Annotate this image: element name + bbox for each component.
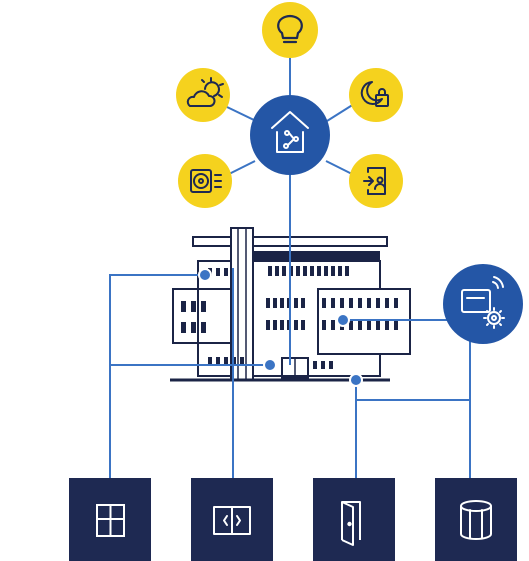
node-window <box>198 268 212 282</box>
node-door <box>349 373 363 387</box>
connector-weather <box>226 106 257 122</box>
building-window <box>376 320 380 330</box>
building-window <box>358 298 362 308</box>
access-control-reader-gear-icon <box>461 276 505 329</box>
building-window <box>331 320 335 330</box>
building-window <box>273 320 277 330</box>
building-window <box>313 361 317 369</box>
connection-nodes <box>198 268 363 387</box>
building-window <box>301 320 305 330</box>
lightbulb-icon <box>277 14 303 44</box>
connector-window <box>109 274 205 478</box>
lightbulb-node[interactable] <box>262 2 318 58</box>
night-mode-moon-lock-icon <box>360 81 389 107</box>
building-window <box>240 357 244 365</box>
device-revolving-door[interactable] <box>435 478 517 561</box>
building-window <box>324 266 328 276</box>
building-roof-band <box>254 251 380 261</box>
building-window <box>349 298 353 308</box>
building-window <box>224 268 228 276</box>
weather-sun-cloud-icon <box>186 77 224 107</box>
building-illustration <box>170 227 411 382</box>
building-window <box>294 298 298 308</box>
building-window <box>317 266 321 276</box>
building-window <box>280 298 284 308</box>
central-hub-node[interactable] <box>250 95 330 175</box>
building-window <box>275 266 279 276</box>
building-window <box>266 298 270 308</box>
device-door[interactable] <box>313 478 395 561</box>
building-window <box>338 266 342 276</box>
building-window <box>273 298 277 308</box>
building-window <box>367 298 371 308</box>
revolving-door-icon <box>460 500 492 540</box>
building-window <box>266 320 270 330</box>
night-mode-node[interactable] <box>349 68 403 122</box>
presence-door-person-icon <box>363 167 386 195</box>
smart-home-hub-icon <box>271 111 309 153</box>
building-window <box>394 298 398 308</box>
building-window <box>367 320 371 330</box>
building-window <box>385 298 389 308</box>
building-window <box>322 298 326 308</box>
building-window <box>181 301 186 312</box>
presence-node[interactable] <box>349 154 403 208</box>
building-window <box>329 361 333 369</box>
building-window <box>181 322 186 333</box>
device-connectors <box>109 175 471 478</box>
window-icon <box>96 504 125 537</box>
building-window <box>282 266 286 276</box>
node-right-wing <box>336 313 350 327</box>
node-entrance <box>263 358 277 372</box>
building-window <box>340 298 344 308</box>
building-window <box>385 320 389 330</box>
building-window <box>321 361 325 369</box>
building-window <box>349 320 353 330</box>
building-window <box>376 298 380 308</box>
connector-night-mode <box>326 103 355 122</box>
building-window <box>345 266 349 276</box>
building-window <box>268 266 272 276</box>
building-window <box>394 320 398 330</box>
building-window <box>310 266 314 276</box>
device-sliding-door[interactable] <box>191 478 273 561</box>
building-window <box>201 301 206 312</box>
access-controller-node[interactable] <box>443 264 523 344</box>
building-window <box>331 266 335 276</box>
building-window <box>224 357 228 365</box>
weather-node[interactable] <box>176 68 230 122</box>
connector-revolving-door <box>356 399 471 478</box>
building-window <box>216 268 220 276</box>
building-window <box>216 357 220 365</box>
building-window <box>322 320 326 330</box>
building-window <box>303 266 307 276</box>
building-window <box>331 298 335 308</box>
sliding-door-icon <box>213 506 251 535</box>
building-window <box>201 322 206 333</box>
building-window <box>296 266 300 276</box>
building-window <box>280 320 284 330</box>
device-window[interactable] <box>69 478 151 561</box>
building-window <box>358 320 362 330</box>
building-window <box>208 357 212 365</box>
building-window <box>301 298 305 308</box>
building-window <box>191 322 196 333</box>
building-window <box>191 301 196 312</box>
building-window <box>294 320 298 330</box>
ventilation-fan-icon <box>190 169 222 193</box>
door-icon <box>341 501 361 546</box>
ventilation-node[interactable] <box>178 154 232 208</box>
